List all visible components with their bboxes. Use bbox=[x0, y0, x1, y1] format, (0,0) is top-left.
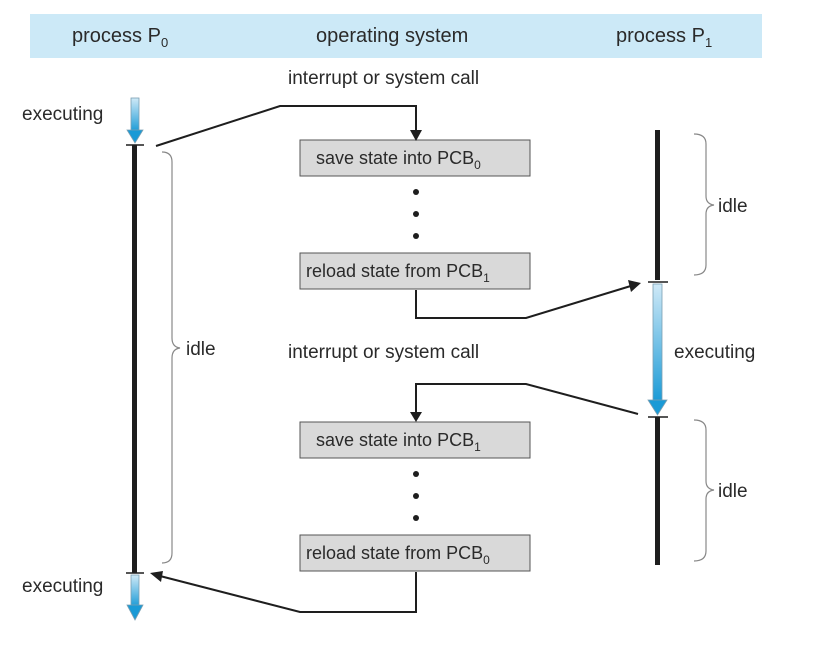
box-save-pcb1: save state into PCB1 bbox=[299, 421, 531, 459]
interrupt-label-mid: interrupt or system call bbox=[288, 342, 479, 363]
header-process-p1: process P1 bbox=[616, 25, 712, 50]
box-save-pcb0: save state into PCB0 bbox=[299, 139, 531, 177]
p1-executing-label: executing bbox=[674, 342, 755, 363]
header-band bbox=[30, 14, 762, 58]
box-reload-pcb0: reload state from PCB0 bbox=[299, 534, 531, 572]
p0-executing-bottom-label: executing bbox=[22, 576, 103, 597]
svg-text:save state into PCB0: save state into PCB0 bbox=[316, 148, 481, 172]
p1-idle-bottom-brace bbox=[693, 419, 715, 562]
p1-idle-top-brace bbox=[693, 133, 715, 276]
interrupt-label-top: interrupt or system call bbox=[288, 68, 479, 89]
arrow-os-to-p0 bbox=[150, 571, 417, 613]
p1-idle-bottom-label: idle bbox=[718, 481, 748, 502]
p1-executing-arrow bbox=[647, 283, 668, 416]
arrow-p1-to-os-mid bbox=[410, 383, 639, 422]
p0-idle-line bbox=[132, 145, 137, 573]
dots-1 bbox=[413, 189, 419, 239]
svg-text:reload state from PCB1: reload state from PCB1 bbox=[306, 261, 490, 285]
arrow-os-to-p1 bbox=[415, 280, 641, 319]
svg-text:reload state from PCB0: reload state from PCB0 bbox=[306, 543, 490, 567]
p0-idle-label: idle bbox=[186, 339, 216, 360]
p1-idle-top-label: idle bbox=[718, 196, 748, 217]
p0-executing-top-label: executing bbox=[22, 104, 103, 125]
arrow-p0-to-os-top bbox=[155, 105, 422, 147]
p1-idle-bottom-line bbox=[655, 417, 660, 565]
box-reload-pcb1: reload state from PCB1 bbox=[299, 252, 531, 290]
p0-executing-bottom-arrow bbox=[126, 574, 144, 621]
p0-executing-top-arrow bbox=[126, 97, 144, 144]
p0-idle-brace bbox=[161, 151, 181, 564]
header-process-p0: process P0 bbox=[72, 25, 168, 50]
dots-2 bbox=[413, 471, 419, 521]
p1-idle-top-line bbox=[655, 130, 660, 280]
svg-text:save state into PCB1: save state into PCB1 bbox=[316, 430, 481, 454]
header-operating-system: operating system bbox=[316, 25, 468, 47]
